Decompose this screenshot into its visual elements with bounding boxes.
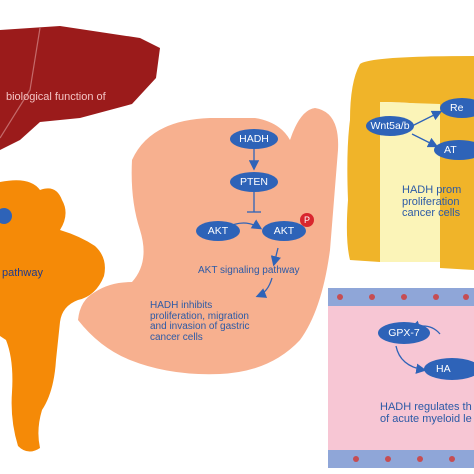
phosphate-marker: P [300,213,314,227]
colon-conclusion-line: proliferation [402,195,460,208]
arrow-wnt-right [411,110,443,127]
gpx7-node: GPX-7 [378,322,430,344]
akt-node: AKT [196,221,240,241]
stomach-conclusion-line: proliferation, migration [150,310,249,322]
stomach-conclusion-line: HADH inhibits [150,300,213,311]
stomach-conclusion-line: and invasion of gastric [150,321,250,332]
vessel-hadh-node: HA [424,358,474,380]
colon-organ [346,56,474,270]
colon-conclusion: HADH prom proliferation cancer cells [402,184,462,220]
colon-conclusion-line: HADH prom [402,184,462,196]
arrow-aktp-pathway [270,247,281,267]
arrow-wnt-down [411,133,439,148]
pancreas-node [0,208,12,224]
stomach-conclusion-line: cancer cells [150,331,203,343]
wnt5ab-node: Wnt5a/b [366,116,414,136]
liver-caption: biological function of [6,91,106,103]
pancreas-organ [0,180,105,452]
akt-pathway-label: AKT signaling pathway [198,265,300,276]
arrow-pathway-outcome [255,277,273,298]
colon-conclusion-line: cancer cells [402,207,461,220]
stomach-organ [78,108,339,375]
pten-node: PTEN [230,172,278,192]
colon-top-node: Re [440,98,474,118]
colon-middle-node: AT [434,140,474,160]
arrow-gpx-hadh [395,345,427,374]
vessel-conclusion-line: HADH regulates th [380,401,472,413]
vessel-conclusion: HADH regulates th of acute myeloid le [380,401,472,425]
liver-organ [0,26,160,150]
pancreas-caption: pathway [2,267,43,279]
hadh-node: HADH [230,129,278,149]
stomach-conclusion: HADH inhibits proliferation, migration a… [150,300,250,343]
vessel-conclusion-line: of acute myeloid le [380,412,472,425]
akt-phosphorylated-node: AKT [262,221,306,241]
